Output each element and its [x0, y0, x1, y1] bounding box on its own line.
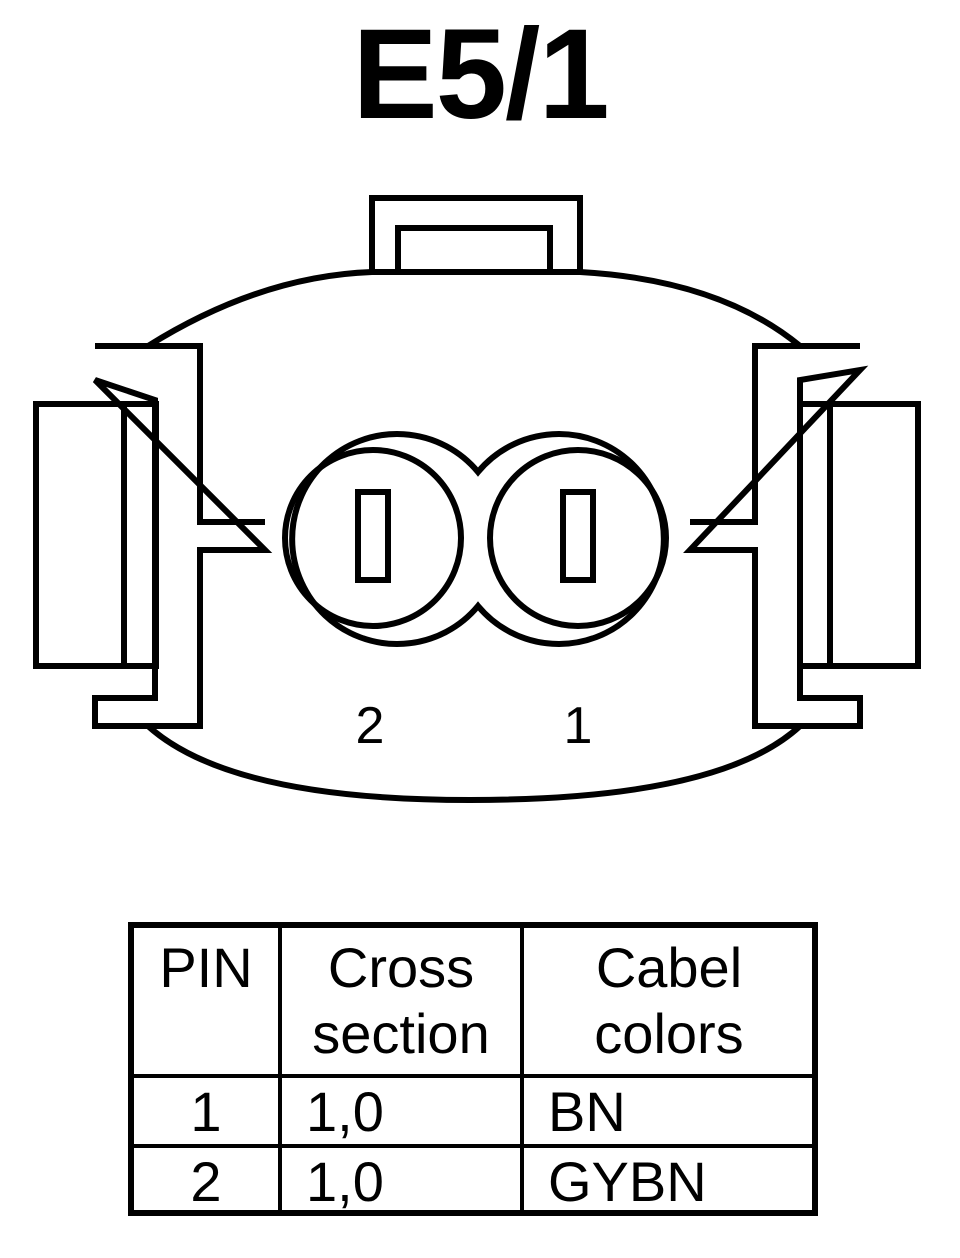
row2-pin: 2 [190, 1150, 222, 1213]
row1-cross-section: 1,0 [306, 1080, 384, 1143]
pin-seal-outer [289, 431, 667, 647]
table-divider [134, 1144, 812, 1148]
header-pin: PIN [159, 936, 253, 999]
pin-table: PIN Cross section Cabel colors 1 1,0 BN … [128, 922, 818, 1216]
row2-cable-color: GYBN [548, 1150, 707, 1213]
row1-cable-color: BN [548, 1080, 626, 1143]
body-bottom-arc [145, 723, 803, 804]
right-bracket [683, 343, 869, 729]
header-cabel-colors-line2: colors [594, 1002, 744, 1065]
pin-label-1: 1 [564, 697, 593, 755]
table-divider [134, 1074, 812, 1078]
table-divider [278, 928, 282, 1210]
top-latch-outer [369, 195, 583, 272]
connector-diagram: 2 1 [33, 195, 921, 804]
row2-cross-section: 1,0 [306, 1150, 384, 1213]
header-cross-section-line2: section [312, 1002, 490, 1065]
pin-cavity-2 [282, 447, 464, 629]
header-cabel-colors-line1: Cabel [595, 936, 743, 999]
header-cross-section-line1: Cross [327, 936, 475, 999]
connector-title: E5/1 [352, 3, 609, 146]
left-bracket [92, 343, 273, 729]
pin-terminal-1 [560, 489, 596, 583]
pin-terminal-2 [355, 489, 391, 583]
left-clip [33, 401, 159, 669]
pin-label-2: 2 [356, 697, 385, 755]
body-top-arc [146, 269, 802, 349]
table-divider [520, 928, 524, 1210]
row1-pin: 1 [190, 1080, 222, 1143]
top-latch-inner [395, 225, 553, 272]
right-clip [797, 401, 921, 669]
pin-cavity-1 [487, 447, 669, 629]
